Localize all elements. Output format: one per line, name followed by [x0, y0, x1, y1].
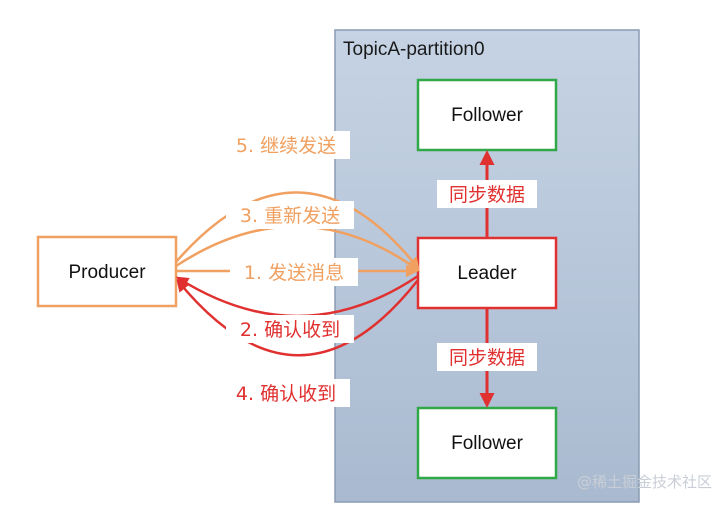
producer-node	[36, 235, 178, 308]
sync-up-label: 同步数据	[449, 184, 525, 206]
label-continue-5: 5. 继续发送	[236, 135, 336, 157]
follower-top-node	[416, 78, 558, 152]
leader-label: Leader	[457, 263, 517, 284]
label-send-1: 1. 发送消息	[244, 262, 344, 284]
label-bg-continue-5	[222, 131, 350, 159]
label-ack-4: 4. 确认收到	[236, 383, 336, 405]
label-bg-send-1	[230, 258, 358, 286]
label-bg-ack-2	[226, 315, 354, 343]
label-ack-2: 2. 确认收到	[240, 319, 340, 341]
follower-top-label: Follower	[451, 105, 523, 126]
producer-label: Producer	[68, 262, 146, 283]
label-bg-ack-4	[222, 379, 350, 407]
sync-down-label-bg	[437, 343, 537, 371]
follower-bottom-node	[416, 406, 558, 480]
sync-up-label-bg	[437, 180, 537, 208]
arrow-ack-4	[176, 279, 419, 357]
sync-down-label: 同步数据	[449, 347, 525, 369]
follower-bottom-label: Follower	[451, 433, 523, 454]
watermark: @稀土掘金技术社区	[576, 473, 712, 491]
label-bg-resend-3	[226, 201, 354, 229]
arrow-continue-5	[175, 191, 420, 270]
partition-title: TopicA-partition0	[343, 39, 485, 60]
label-resend-3: 3. 重新发送	[240, 205, 340, 227]
